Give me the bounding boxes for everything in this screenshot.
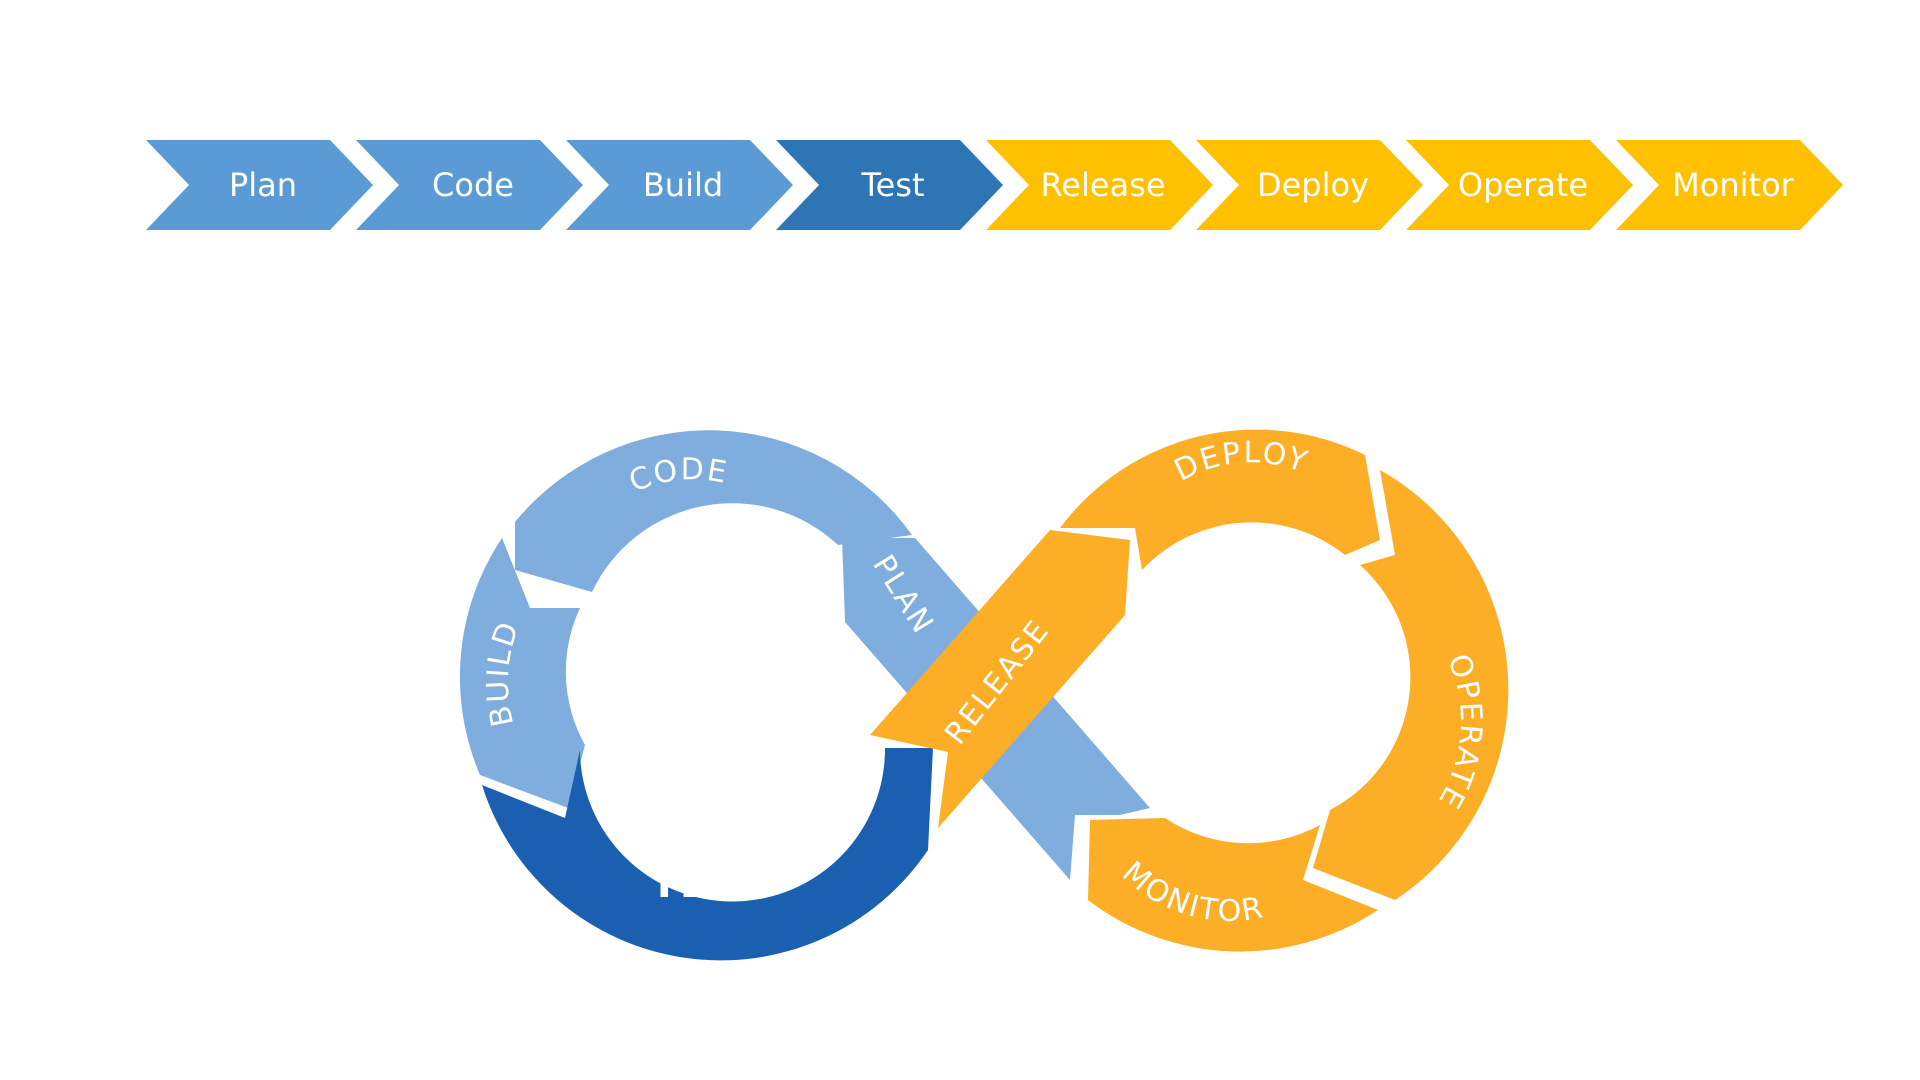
step-deploy-shape bbox=[1196, 140, 1423, 230]
step-operate-shape bbox=[1406, 140, 1633, 230]
step-test-shape bbox=[776, 140, 1003, 230]
step-operate-label: Operate bbox=[1458, 166, 1588, 204]
pipeline-chevrons: Plan Code Build Test Release Deploy Oper… bbox=[0, 0, 1920, 300]
step-monitor-shape bbox=[1616, 140, 1843, 230]
step-code-label: Code bbox=[432, 166, 514, 204]
step-build: Build bbox=[566, 140, 793, 230]
step-test: Test bbox=[776, 140, 1003, 230]
step-monitor: Monitor bbox=[1616, 140, 1843, 230]
step-plan: Plan bbox=[146, 140, 373, 230]
monitor-segment bbox=[1088, 818, 1378, 952]
build-segment bbox=[459, 538, 585, 808]
step-code-shape bbox=[356, 140, 583, 230]
release-segment bbox=[870, 530, 1130, 828]
deploy-segment bbox=[1060, 429, 1380, 570]
step-code: Code bbox=[356, 140, 583, 230]
step-operate: Operate bbox=[1406, 140, 1633, 230]
code-segment bbox=[515, 430, 912, 592]
operate-segment bbox=[1313, 470, 1509, 900]
pipeline-svg: Plan Code Build Test Release Deploy Oper… bbox=[146, 140, 1843, 230]
step-build-label: Build bbox=[643, 166, 723, 204]
test-segment bbox=[482, 748, 933, 961]
step-plan-shape bbox=[146, 140, 373, 230]
test-label: TEST bbox=[651, 861, 770, 907]
step-release: Release bbox=[986, 140, 1213, 230]
step-build-shape bbox=[566, 140, 793, 230]
step-monitor-label: Monitor bbox=[1672, 166, 1794, 204]
step-release-label: Release bbox=[1040, 166, 1165, 204]
step-release-shape bbox=[986, 140, 1213, 230]
step-deploy: Deploy bbox=[1196, 140, 1423, 230]
step-deploy-label: Deploy bbox=[1257, 166, 1369, 204]
step-plan-label: Plan bbox=[229, 166, 297, 204]
step-test-label: Test bbox=[860, 166, 924, 204]
